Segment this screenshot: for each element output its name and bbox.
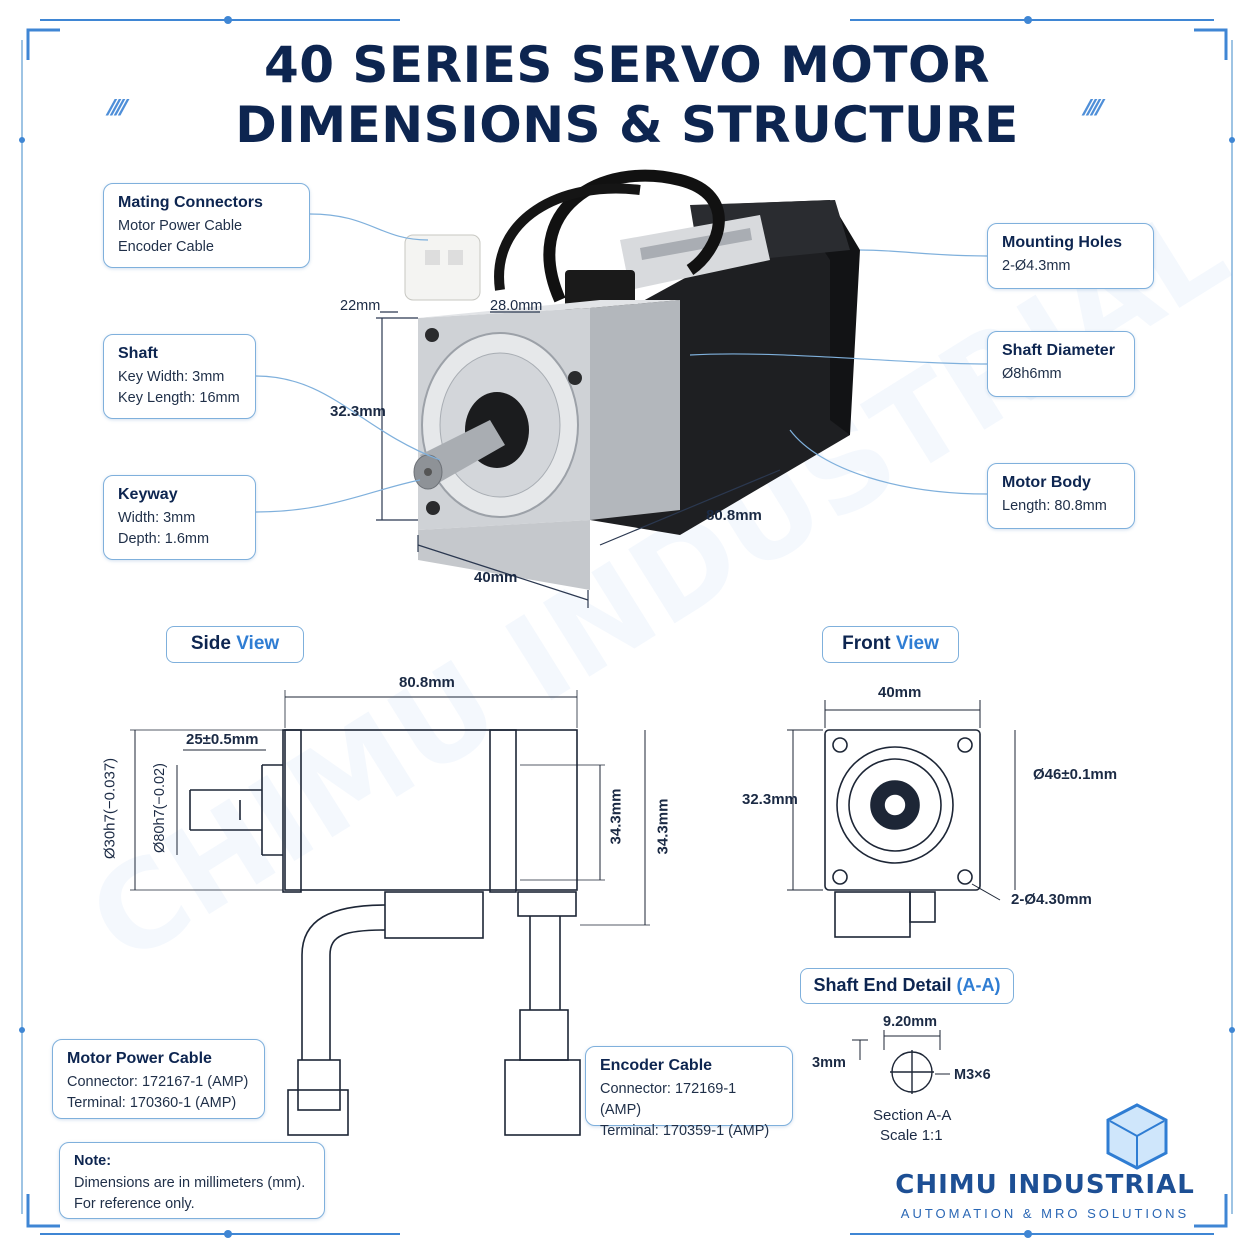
dim-32-3mm-iso: 32.3mm xyxy=(330,403,386,420)
mounting-holes-callout: Mounting Holes 2-Ø4.3mm xyxy=(987,223,1154,289)
keyway-callout: Keyway Width: 3mm Depth: 1.6mm xyxy=(103,475,256,560)
callout-line: Depth: 1.6mm xyxy=(118,531,210,547)
shaft-detail-drawing xyxy=(852,1030,950,1094)
motor-illustration xyxy=(404,169,860,590)
shaft-callout: Shaft Key Width: 3mm Key Length: 16mm xyxy=(103,334,256,419)
callout-heading: Motor Power Cable xyxy=(67,1050,212,1067)
callout-heading: Mating Connectors xyxy=(118,194,263,211)
motor-body-callout: Motor Body Length: 80.8mm xyxy=(987,463,1135,529)
dim-key-depth: 3mm xyxy=(812,1055,846,1071)
callout-heading: Motor Body xyxy=(1002,474,1091,491)
dim-22mm: 22mm xyxy=(340,298,381,314)
callout-line: Terminal: 170360-1 (AMP) xyxy=(67,1095,237,1111)
note-line: For reference only. xyxy=(74,1196,195,1212)
side-view-label: Side View xyxy=(166,626,304,663)
brand-name: CHIMU INDUSTRIAL xyxy=(895,1170,1195,1200)
note-heading: Note: xyxy=(74,1153,112,1169)
callout-heading: Shaft Diameter xyxy=(1002,342,1115,359)
mating-connectors-callout: Mating Connectors Motor Power Cable Enco… xyxy=(103,183,310,268)
dim-pcd: Ø46±0.1mm xyxy=(1033,766,1118,783)
dim-40mm-iso: 40mm xyxy=(474,569,518,586)
front-view-label: Front View xyxy=(822,626,959,663)
shaft-end-detail-label: Shaft End Detail (A-A) xyxy=(800,968,1014,1004)
callout-line: Length: 80.8mm xyxy=(1002,498,1107,514)
callout-line: Key Width: 3mm xyxy=(118,369,225,385)
callout-line: Key Length: 16mm xyxy=(118,390,240,406)
page-title-line-2: DIMENSIONS & STRUCTURE xyxy=(235,96,1019,154)
callout-heading: Shaft xyxy=(118,345,158,362)
dim-mounting-holes: 2-Ø4.30mm xyxy=(1011,891,1092,908)
callout-line: Encoder Cable xyxy=(118,239,214,255)
callout-line: 2-Ø4.3mm xyxy=(1002,258,1071,274)
page-title-line-1: 40 SERIES SERVO MOTOR xyxy=(263,36,991,94)
dim-height-34-3-inner: 34.3mm xyxy=(607,788,625,845)
brand-cube-logo xyxy=(1106,1103,1168,1170)
note-callout: Note: Dimensions are in millimeters (mm)… xyxy=(59,1142,325,1219)
callout-line: Ø8h6mm xyxy=(1002,366,1062,382)
note-line: Dimensions are in millimeters (mm). xyxy=(74,1175,306,1191)
label-highlight: View xyxy=(895,633,939,654)
dim-front-width: 40mm xyxy=(878,684,922,701)
dim-side-length: 80.8mm xyxy=(399,674,455,691)
callout-line: Motor Power Cable xyxy=(118,218,243,234)
callout-heading: Mounting Holes xyxy=(1002,234,1122,251)
side-view-drawing xyxy=(130,690,650,1136)
dim-height-34-3-outer: 34.3mm xyxy=(654,798,672,855)
scale-label: Scale 1:1 xyxy=(880,1127,943,1144)
callout-heading: Keyway xyxy=(118,486,178,503)
dim-80-8mm-iso: 80.8mm xyxy=(706,507,762,524)
dim-d80: Ø80h7(−0.02) xyxy=(152,763,168,853)
label-part: Side xyxy=(190,633,237,654)
dim-front-height: 32.3mm xyxy=(742,791,798,808)
label-part: Shaft End Detail xyxy=(813,975,957,995)
shaft-diameter-callout: Shaft Diameter Ø8h6mm xyxy=(987,331,1135,397)
brand-tagline: AUTOMATION & MRO SOLUTIONS xyxy=(900,1206,1190,1221)
callout-line: Width: 3mm xyxy=(118,510,196,526)
motor-power-cable-callout: Motor Power Cable Connector: 172167-1 (A… xyxy=(52,1039,265,1119)
label-part: Front xyxy=(842,633,896,654)
front-view-drawing xyxy=(787,700,1016,938)
dim-thread: M3×6 xyxy=(954,1067,991,1083)
callout-line: Connector: 172169-1 (AMP) xyxy=(600,1081,737,1118)
label-highlight: View xyxy=(236,633,280,654)
label-highlight: (A-A) xyxy=(956,975,1001,995)
encoder-cable-callout: Encoder Cable Connector: 172169-1 (AMP) … xyxy=(585,1046,793,1139)
callout-line: Connector: 172167-1 (AMP) xyxy=(67,1074,249,1090)
dim-d30: Ø30h7(−0.037) xyxy=(101,757,119,860)
section-label: Section A-A xyxy=(873,1107,952,1124)
dim-28mm: 28.0mm xyxy=(490,298,543,314)
callout-line: Terminal: 170359-1 (AMP) xyxy=(600,1123,770,1139)
dim-shaft-length: 25±0.5mm xyxy=(186,731,259,748)
dim-key-width: 9.20mm xyxy=(883,1014,938,1030)
callout-heading: Encoder Cable xyxy=(600,1057,713,1074)
